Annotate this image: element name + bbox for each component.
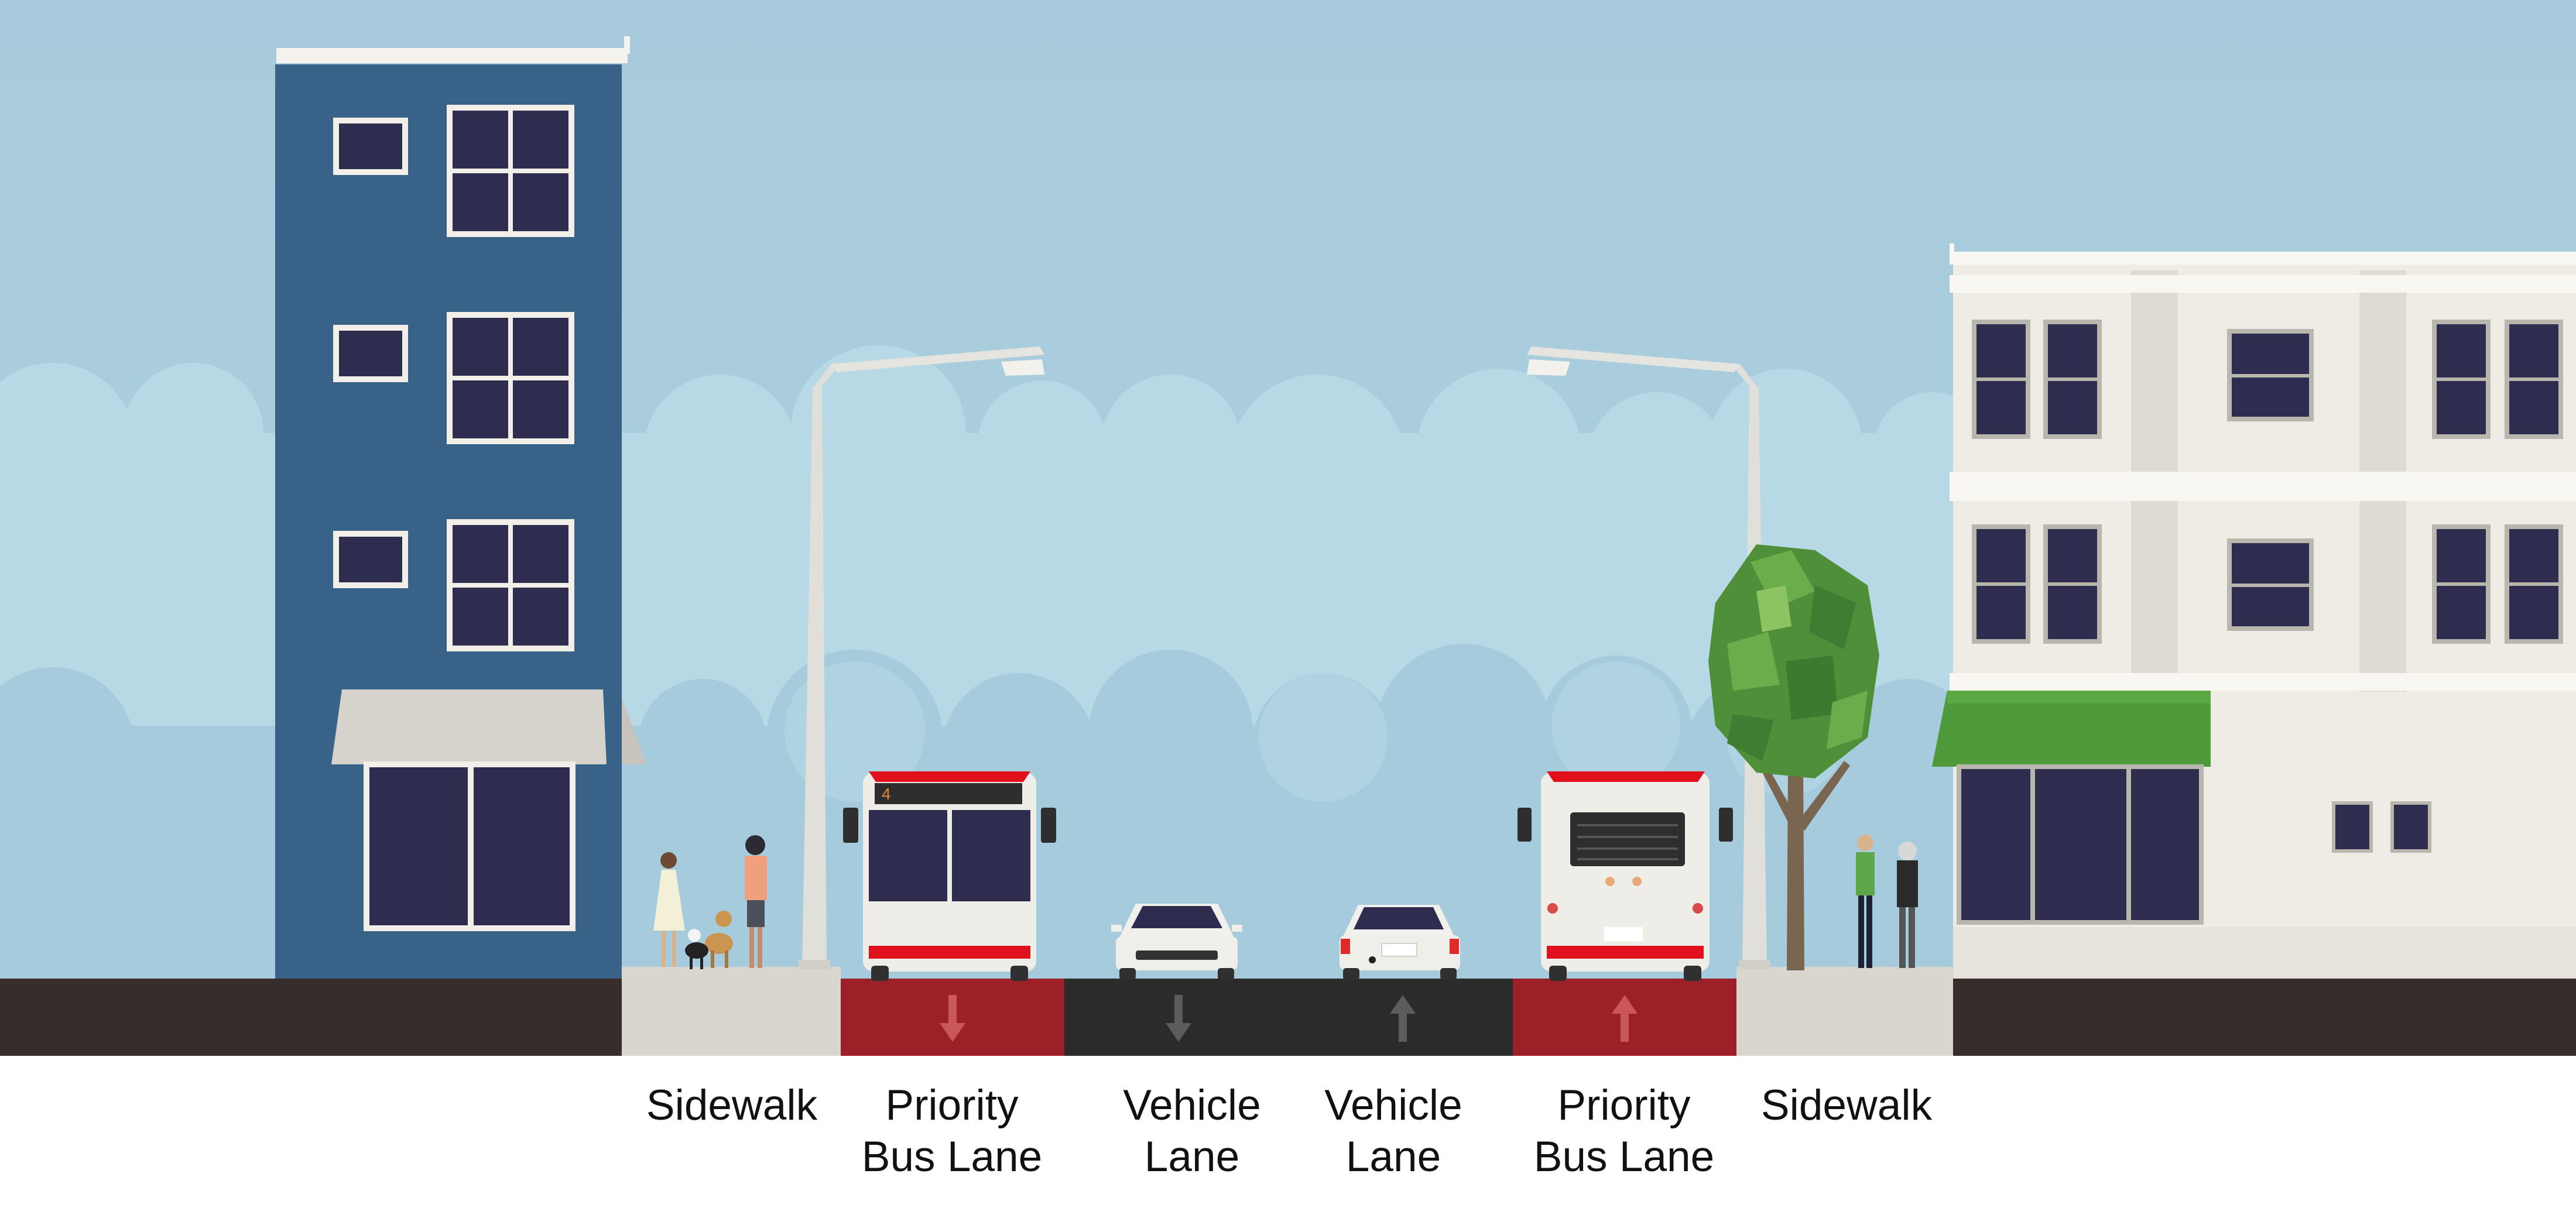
lane-surfaces bbox=[622, 967, 1953, 1056]
bus-route-number: 4 bbox=[882, 785, 891, 803]
street-tree bbox=[1708, 544, 1879, 970]
car-left bbox=[1111, 904, 1242, 980]
car-right bbox=[1340, 905, 1460, 980]
pedestrians-right bbox=[1856, 835, 1918, 968]
lane-label-bus-lane-left: Priority Bus Lane bbox=[861, 1082, 1043, 1180]
direction-arrow-up-icon bbox=[1612, 995, 1638, 1042]
direction-arrow-down-icon bbox=[1166, 995, 1191, 1042]
lane-surface-sidewalk-right bbox=[1736, 967, 1953, 1056]
lane-label-vehicle-lane-right: Vehicle Lane bbox=[1324, 1082, 1462, 1180]
right-building bbox=[1932, 243, 2576, 979]
direction-arrow-down-icon bbox=[940, 995, 965, 1042]
bus-left: 4 bbox=[843, 771, 1056, 981]
pedestrians-left bbox=[653, 835, 767, 969]
lane-label-sidewalk-left: Sidewalk bbox=[646, 1082, 818, 1129]
street-light-left bbox=[799, 346, 1044, 969]
bus-right bbox=[1517, 771, 1733, 981]
lane-label-vehicle-lane-left: Vehicle Lane bbox=[1123, 1082, 1261, 1180]
lane-label-bus-lane-right: Priority Bus Lane bbox=[1533, 1082, 1715, 1180]
left-building bbox=[275, 36, 646, 979]
direction-arrow-up-icon bbox=[1390, 995, 1416, 1042]
lane-surface-sidewalk-left bbox=[622, 967, 841, 1056]
lane-label-sidewalk-right: Sidewalk bbox=[1760, 1082, 1933, 1129]
